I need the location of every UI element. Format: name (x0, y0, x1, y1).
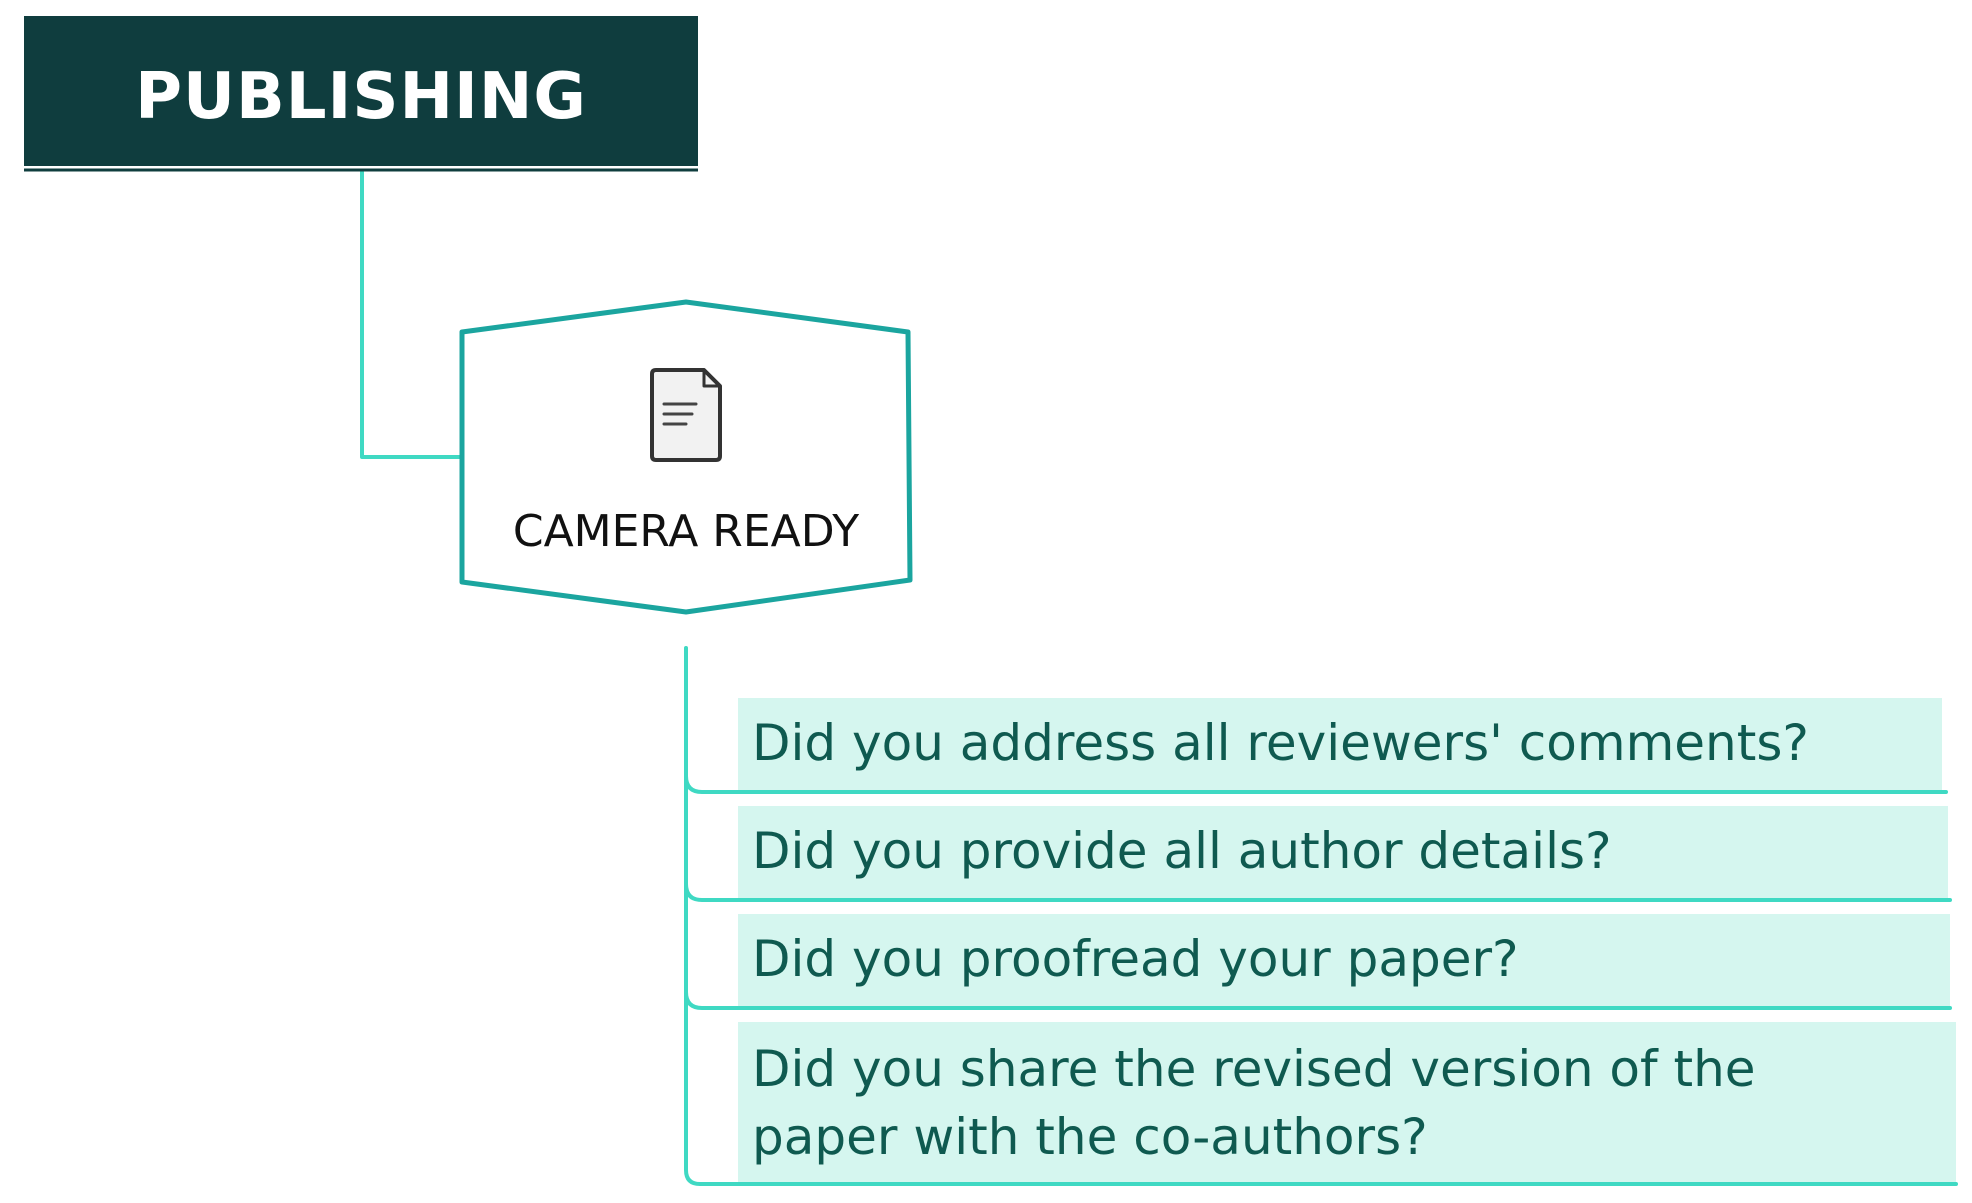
checklist-item-text: Did you address all reviewers' comments? (752, 714, 1809, 772)
checklist-item-line: paper with the co-authors? (752, 1108, 1428, 1166)
checklist-item-text: Did you share the revised version of the… (752, 1040, 1771, 1166)
root-title: PUBLISHING (135, 60, 587, 134)
root-node[interactable]: PUBLISHING (24, 16, 698, 172)
checklist-item-text: Did you proofread your paper? (752, 930, 1519, 988)
checklist-item-line: Did you provide all author details? (752, 822, 1612, 880)
branch-item-3 (684, 990, 740, 1010)
stage-title: CAMERA READY (513, 506, 859, 557)
checklist-item-line: Did you proofread your paper? (752, 930, 1519, 988)
checklist-item[interactable]: Did you address all reviewers' comments? (736, 698, 1948, 794)
checklist-item[interactable]: Did you share the revised version of the… (736, 1022, 1958, 1186)
connectors (360, 170, 740, 1186)
root-node-box (24, 16, 698, 166)
stage-node[interactable]: CAMERA READY (459, 299, 913, 615)
document-icon (650, 368, 722, 462)
document-icon-fold (702, 370, 720, 388)
branch-item-1 (684, 774, 740, 794)
checklist-item-box (738, 806, 1948, 898)
checklist-item-box (738, 1022, 1956, 1182)
checklist-item-box (738, 698, 1942, 790)
checklist-item-text: Did you provide all author details? (752, 822, 1612, 880)
root-to-stage-connector (360, 170, 462, 459)
branch-item-2 (684, 882, 740, 902)
checklist-item-box (738, 914, 1950, 1006)
checklist-item-line: Did you address all reviewers' comments? (752, 714, 1809, 772)
checklist: Did you address all reviewers' comments?… (736, 698, 1958, 1186)
checklist-item[interactable]: Did you provide all author details? (736, 806, 1952, 902)
stage-to-items-trunk (684, 646, 740, 1186)
checklist-item[interactable]: Did you proofread your paper? (736, 914, 1952, 1010)
checklist-item-line: Did you share the revised version of the (752, 1040, 1756, 1098)
